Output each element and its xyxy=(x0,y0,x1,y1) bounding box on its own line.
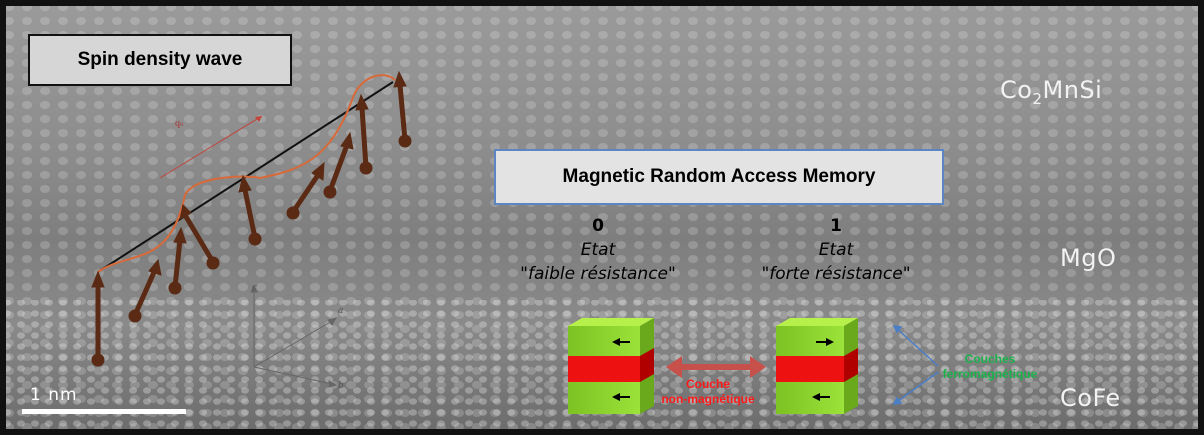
switch-double-arrow xyxy=(666,356,766,378)
state-1-line1: Etat xyxy=(818,240,854,260)
wave-vector-label: q₀ xyxy=(175,119,184,128)
material-cofe: CoFe xyxy=(1060,384,1121,412)
spin-wave-diagram xyxy=(91,70,412,367)
material-co: Co xyxy=(1000,76,1033,104)
axis-b-label: b xyxy=(338,381,344,391)
state-0-line1: Etat xyxy=(580,240,616,260)
state-1-line2: "forte résistance" xyxy=(761,264,911,284)
state-1: 1 Etat "forte résistance" xyxy=(726,214,946,286)
scale-bar xyxy=(22,409,186,414)
state-0-line2: "faible résistance" xyxy=(520,264,676,284)
spin-density-wave-title: Spin density wave xyxy=(28,34,292,86)
material-co2mnsi: Co2MnSi xyxy=(1000,76,1102,108)
ferro-label-line2: ferromagnétique xyxy=(942,367,1038,381)
material-subscript: 2 xyxy=(1032,89,1043,108)
nonmagnetic-label-line2: non-magnétique xyxy=(661,392,755,406)
ferromagnetic-layers-label: Couches ferromagnétique xyxy=(920,352,1060,382)
ferro-bracket xyxy=(892,325,939,405)
state-1-value: 1 xyxy=(830,216,842,236)
scale-bar-label: 1 nm xyxy=(30,385,78,405)
state-0: 0 Etat "faible résistance" xyxy=(488,214,708,286)
spin-arrows xyxy=(91,70,412,367)
nonmagnetic-label-line1: Couche xyxy=(685,377,730,391)
mram-cell-0 xyxy=(568,318,654,414)
crystal-axes xyxy=(250,284,338,388)
mram-title: Magnetic Random Access Memory xyxy=(494,149,944,205)
ferro-label-line1: Couches xyxy=(964,352,1016,366)
nonmagnetic-layer-label: Couche non-magnétique xyxy=(648,377,768,407)
mram-cell-1 xyxy=(776,318,858,414)
axis-c-label: c xyxy=(252,283,258,293)
axis-a-label: a xyxy=(338,306,344,316)
state-0-value: 0 xyxy=(592,216,604,236)
material-mgo: MgO xyxy=(1060,244,1117,272)
material-mnsi: MnSi xyxy=(1042,76,1103,104)
